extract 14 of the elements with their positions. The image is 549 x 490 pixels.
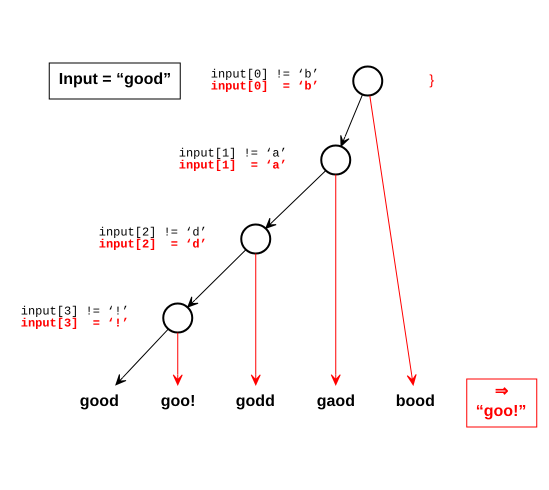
node-text: bood: [396, 392, 435, 410]
node-label: input[3] = ‘!’: [20, 316, 129, 331]
node-label: input[3] != ‘!’: [20, 304, 129, 319]
node-label: input[0] != ‘b’: [210, 68, 319, 82]
node-text: goo!: [160, 392, 196, 410]
node-text: godd: [236, 392, 275, 410]
node-text: gaod: [316, 392, 355, 410]
node-label: input[1] = ‘a’: [178, 158, 287, 173]
label: }: [429, 72, 434, 88]
node-label: input[0] = ‘b’: [210, 80, 319, 94]
node-label: input[2] != ‘d’: [98, 226, 207, 240]
node-label: input[1] != ‘a’: [178, 146, 287, 161]
node-label: input[2] = ‘d’: [98, 238, 207, 252]
node-text: good: [80, 392, 119, 410]
